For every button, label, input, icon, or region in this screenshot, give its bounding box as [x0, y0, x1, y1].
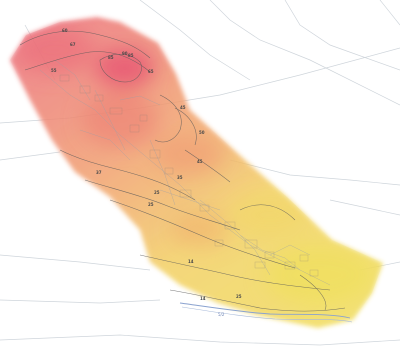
road: [0, 254, 151, 271]
road: [379, 0, 400, 26]
road: [0, 334, 400, 346]
contour-label: 35: [177, 175, 183, 180]
contour-label: 25: [154, 190, 160, 195]
contour-label: 25: [236, 294, 242, 299]
contour-label: 90: [122, 51, 128, 56]
road: [0, 299, 161, 304]
road: [209, 0, 400, 106]
road: [229, 159, 400, 186]
warm-spot: [155, 135, 225, 175]
contour-label: 25: [148, 202, 154, 207]
contour-label: 55: [51, 68, 57, 73]
contour-label: 50: [199, 130, 205, 135]
contour-label: 45: [197, 159, 203, 164]
hot-spot: [82, 92, 158, 148]
contour-label: 65: [148, 69, 154, 74]
contour-label: 67: [70, 42, 76, 47]
contour-lines: [19, 30, 346, 312]
heat-zone: [10, 17, 383, 328]
road: [0, 151, 61, 161]
road: [139, 0, 251, 81]
cool-spot: [265, 245, 375, 305]
river-label: 5/2: [218, 312, 225, 317]
hot-spot: [15, 26, 95, 74]
river: [179, 302, 353, 323]
contour-labels: 60 67 55 85 90 85 65 45 50 45 37 35 25 2…: [51, 28, 242, 301]
road: [284, 0, 400, 71]
street-lines: [39, 59, 331, 286]
buildings: [59, 74, 319, 277]
contour-label: 14: [200, 296, 206, 301]
contour-label: 85: [108, 55, 114, 60]
cool-spot: [230, 193, 310, 237]
contour-label: 37: [96, 170, 102, 175]
contour-label: 60: [62, 28, 68, 33]
hot-spot: [95, 48, 155, 88]
road: [329, 199, 400, 216]
contour-label: 14: [188, 259, 194, 264]
contour-label: 45: [180, 105, 186, 110]
warm-spot: [170, 212, 230, 248]
contour-label: 85: [128, 53, 134, 58]
